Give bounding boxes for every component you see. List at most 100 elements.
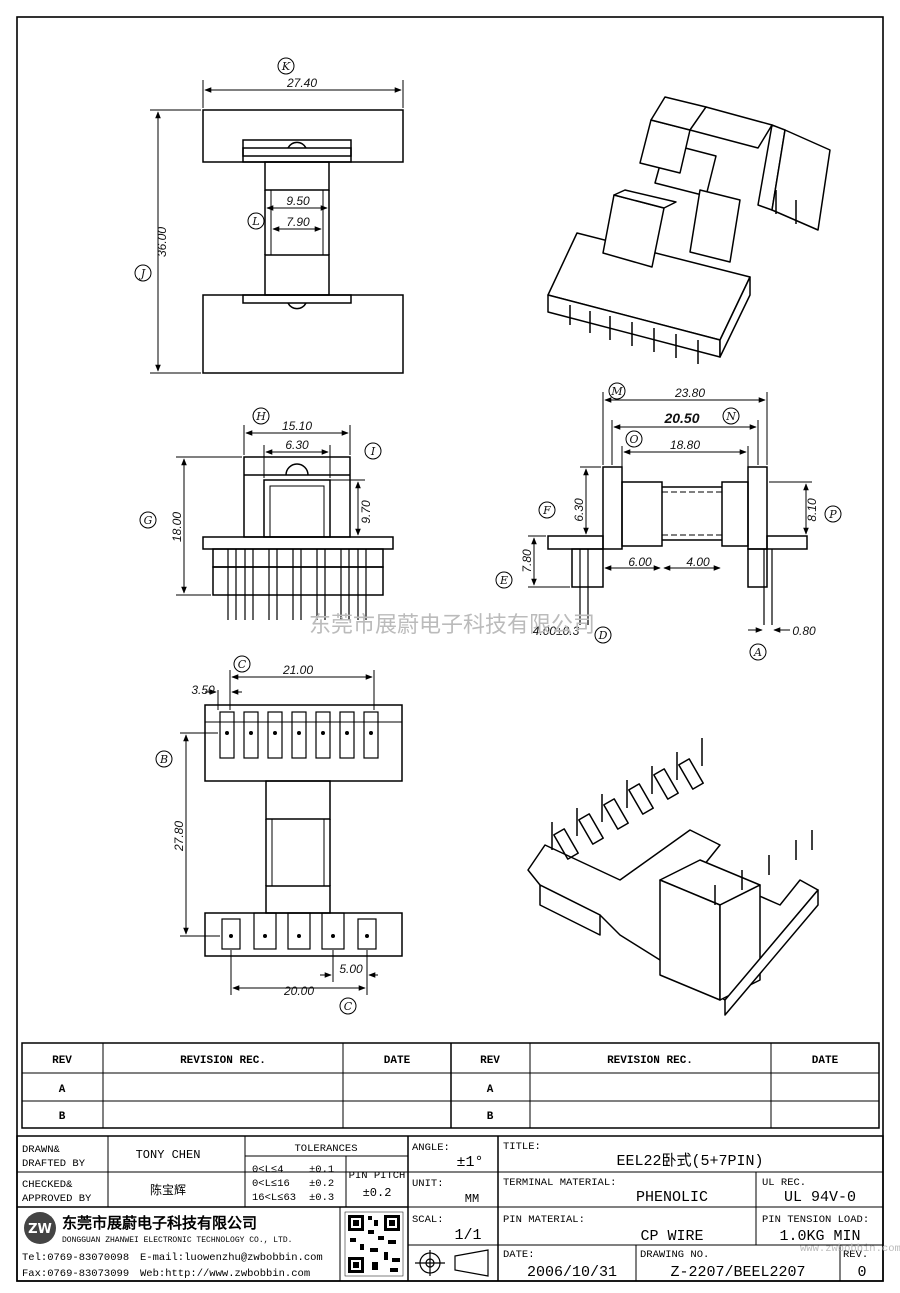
isometric-view-bottom — [527, 738, 819, 1016]
rev-header-1: REV — [52, 1055, 72, 1067]
drawing-no-value: Z-2207/BEEL2207 — [670, 1264, 805, 1281]
terminal-material-value: PHENOLIC — [636, 1189, 708, 1206]
pin-material-value: CP WIRE — [640, 1228, 703, 1245]
drawn-label: DRAWN& — [22, 1144, 61, 1156]
dim-18-80: 18.80 — [670, 438, 700, 452]
date-value: 2006/10/31 — [527, 1264, 617, 1281]
logo-lettering: ZW — [28, 1222, 52, 1237]
label-m: M — [610, 385, 623, 398]
tol-range-2: 0<L≤16 — [252, 1178, 290, 1190]
dim-4-00: 4.00 — [686, 555, 710, 569]
dim-6-30-side: 6.30 — [572, 498, 586, 522]
revision-table-text: REV REVISION REC. DATE REV REVISION REC.… — [52, 1055, 839, 1123]
side-view-labels: M 23.80 N 20.50 O 18.80 F 6.30 8.10 P E … — [495, 382, 842, 661]
rev-b-right: B — [487, 1111, 494, 1123]
company-name-en: DONGGUAN ZHANWEI ELECTRONIC TECHNOLOGY C… — [62, 1236, 292, 1245]
dim-5-00: 5.00 — [339, 962, 363, 976]
top-view-labels: K 27.40 9.50 L 7.90 36.00 J — [134, 57, 317, 282]
title-label: TITLE: — [503, 1141, 541, 1153]
revision-rec-header-1: REVISION REC. — [180, 1055, 266, 1067]
date-label: DATE: — [503, 1249, 535, 1261]
dim-3-50: 3.50 — [191, 683, 215, 697]
rev-header-2: REV — [480, 1055, 500, 1067]
approved-label: APPROVED BY — [22, 1193, 92, 1205]
unit-value: MM — [465, 1192, 479, 1206]
dim-23-80: 23.80 — [674, 386, 705, 400]
dim-9-70: 9.70 — [359, 500, 373, 524]
side-view — [528, 392, 812, 633]
pin-material-label: PIN MATERIAL: — [503, 1214, 585, 1226]
pin-pitch-label: PIN PITCH — [349, 1170, 406, 1182]
dim-20-50: 20.50 — [663, 410, 699, 426]
tolerances-label: TOLERANCES — [294, 1143, 357, 1155]
tol-value-1: ±0.1 — [309, 1164, 334, 1176]
projection-symbol — [415, 1249, 489, 1277]
label-o: O — [629, 433, 638, 446]
dim-6-00: 6.00 — [628, 555, 652, 569]
dim-36-00: 36.00 — [155, 227, 169, 257]
label-e: E — [499, 574, 508, 587]
front-view-labels: H 15.10 6.30 I 9.70 18.00 G — [139, 407, 382, 542]
title-block-grid — [16, 1135, 884, 1282]
dim-6-30: 6.30 — [285, 438, 309, 452]
company-web: Web:http://www.zwbobbin.com — [140, 1268, 310, 1280]
label-g: G — [144, 514, 153, 527]
rev-a-right: A — [487, 1084, 494, 1096]
corner-watermark: www.zwbobbin.com — [800, 1243, 900, 1255]
label-f: F — [542, 504, 551, 517]
drawn-by-value: TONY CHEN — [136, 1148, 201, 1162]
bottom-view — [180, 670, 403, 995]
dim-27-80: 27.80 — [172, 821, 186, 852]
top-view — [150, 80, 404, 374]
dim-4-00-tol: 4.00±0.3 — [533, 624, 580, 638]
tol-value-3: ±0.3 — [309, 1192, 334, 1204]
revision-table — [21, 1042, 880, 1129]
dim-7-90: 7.90 — [286, 215, 310, 229]
title-block-text: DRAWN& DRAFTED BY TONY CHEN CHECKED& APP… — [22, 1141, 900, 1281]
angle-label: ANGLE: — [412, 1142, 450, 1154]
dim-18-00: 18.00 — [170, 512, 184, 542]
bottom-view-labels: C 3.50 21.00 B 27.80 5.00 20.00 C — [155, 655, 363, 1015]
label-c-bottom: C — [344, 1000, 353, 1013]
drawing-no-label: DRAWING NO. — [640, 1249, 709, 1261]
rev-label: REV. — [843, 1249, 868, 1261]
scale-label: SCAL: — [412, 1214, 444, 1226]
front-view — [176, 425, 394, 620]
label-c-top: C — [238, 658, 247, 671]
dim-0-80: 0.80 — [792, 624, 816, 638]
company-name-cn: 东莞市展蔚电子科技有限公司 — [62, 1214, 257, 1232]
label-h: H — [255, 410, 266, 423]
rev-b-left: B — [59, 1111, 66, 1123]
label-j: J — [139, 267, 146, 280]
dim-15-10: 15.10 — [282, 419, 312, 433]
approved-by-value: 陈宝辉 — [150, 1182, 186, 1198]
company-logo: ZW — [24, 1212, 56, 1244]
unit-label: UNIT: — [412, 1178, 444, 1190]
tol-range-1: 0<L≤4 — [252, 1164, 284, 1176]
dim-21-00: 21.00 — [282, 663, 313, 677]
label-b: B — [159, 753, 168, 766]
label-k: K — [281, 60, 291, 73]
label-d: D — [598, 629, 608, 642]
dim-8-10: 8.10 — [805, 498, 819, 522]
drafted-label: DRAFTED BY — [22, 1158, 86, 1170]
label-l: L — [251, 215, 259, 228]
label-a: A — [753, 646, 762, 659]
drawing-title: EEL22卧式(5+7PIN) — [616, 1152, 763, 1170]
isometric-view-top — [547, 96, 831, 364]
scale-value: 1/1 — [454, 1227, 481, 1244]
label-p: P — [828, 508, 837, 521]
company-fax: Fax:0769-83073099 — [22, 1268, 129, 1280]
pin-tension-label: PIN TENSION LOAD: — [762, 1214, 869, 1226]
checked-label: CHECKED& — [22, 1179, 73, 1191]
tol-range-3: 16<L≤63 — [252, 1192, 296, 1204]
rev-value: 0 — [857, 1264, 866, 1281]
ul-rec-label: UL REC. — [762, 1177, 806, 1189]
watermark-text: 东莞市展蔚电子科技有限公司 — [309, 613, 595, 638]
label-n: N — [725, 410, 736, 423]
ul-rec-value: UL 94V-0 — [784, 1189, 856, 1206]
company-tel: Tel:0769-83070098 — [22, 1252, 129, 1264]
label-i: I — [370, 445, 376, 458]
